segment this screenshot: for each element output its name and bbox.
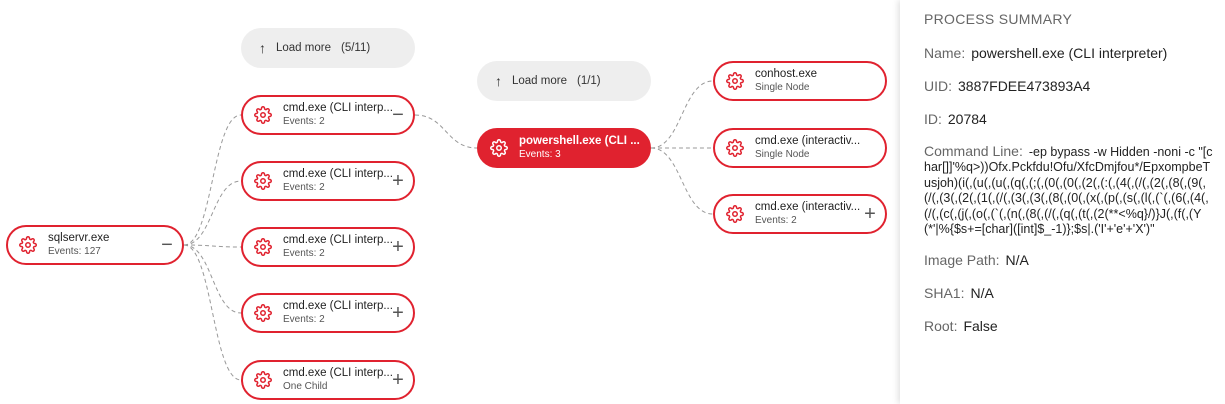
collapse-toggle[interactable]: −	[161, 234, 173, 256]
tree-edge	[650, 80, 714, 149]
expand-toggle[interactable]: +	[392, 302, 404, 324]
load-more-label: Load more	[276, 42, 331, 54]
gear-icon	[725, 204, 745, 224]
tree-edge	[183, 244, 242, 314]
node-subtitle: Single Node	[755, 81, 810, 93]
process-node-child[interactable]: cmd.exe (CLI interp... Events: 2 +	[241, 293, 415, 333]
tree-edges	[183, 80, 714, 381]
process-node-child[interactable]: cmd.exe (CLI interp... Events: 2 −	[241, 95, 415, 135]
node-subtitle: Events: 2	[283, 181, 325, 193]
load-more-button-grandchildren[interactable]: ↑ Load more (1/1)	[477, 61, 651, 101]
summary-image-path: Image Path: N/A	[924, 252, 1213, 269]
node-title: cmd.exe (CLI interp...	[283, 367, 393, 380]
gear-icon	[725, 138, 745, 158]
field-value: N/A	[970, 285, 994, 302]
gear-icon	[253, 303, 273, 323]
field-value: 3887FDEE473893A4	[958, 78, 1091, 94]
gear-icon	[18, 235, 38, 255]
field-label: Name:	[924, 45, 966, 61]
summary-uid: UID: 3887FDEE473893A4	[924, 78, 1213, 95]
tree-edge	[183, 244, 242, 381]
node-title: powershell.exe (CLI ...	[519, 135, 640, 148]
expand-toggle[interactable]: +	[392, 369, 404, 391]
tree-edge	[183, 180, 242, 246]
expand-toggle[interactable]: +	[392, 236, 404, 258]
node-subtitle: Events: 3	[519, 148, 561, 160]
node-title: conhost.exe	[755, 68, 818, 81]
field-value: False	[963, 318, 998, 335]
tree-edge	[414, 114, 478, 149]
node-subtitle: Events: 127	[48, 245, 101, 257]
process-tree-canvas[interactable]: ↑ Load more (5/11) ↑ Load more (1/1) sql…	[0, 0, 900, 404]
node-title: cmd.exe (CLI interp...	[283, 168, 393, 181]
node-subtitle: Events: 2	[283, 115, 325, 127]
load-more-count: (1/1)	[576, 75, 601, 87]
field-value: 20784	[947, 111, 987, 127]
field-label: ID:	[924, 111, 942, 127]
summary-command-line: Command Line:-ep bypass -w Hidden -noni …	[924, 144, 1213, 236]
field-label: Root:	[924, 318, 958, 335]
node-title: cmd.exe (CLI interp...	[283, 102, 393, 115]
process-summary-panel: PROCESS SUMMARY Name: powershell.exe (CLI…	[900, 0, 1225, 404]
summary-root: Root: False	[924, 318, 1213, 335]
field-label: UID:	[924, 78, 952, 94]
node-subtitle: Events: 2	[283, 247, 325, 259]
node-subtitle: Single Node	[755, 148, 810, 160]
node-title: sqlservr.exe	[48, 232, 110, 245]
gear-icon	[253, 105, 273, 125]
process-node-child[interactable]: cmd.exe (CLI interp... Events: 2 +	[241, 161, 415, 201]
field-label: Command Line:	[924, 143, 1023, 159]
expand-toggle[interactable]: +	[392, 170, 404, 192]
summary-id: ID: 20784	[924, 111, 1213, 128]
process-node-child[interactable]: cmd.exe (CLI interp... One Child +	[241, 360, 415, 400]
process-node-child[interactable]: cmd.exe (CLI interp... Events: 2 +	[241, 227, 415, 267]
arrow-up-icon: ↑	[259, 40, 266, 56]
tree-edge	[650, 147, 714, 215]
tree-edge	[183, 114, 242, 246]
node-title: cmd.exe (interactiv...	[755, 135, 861, 148]
node-subtitle: One Child	[283, 380, 328, 392]
gear-icon	[253, 370, 273, 390]
node-title: cmd.exe (CLI interp...	[283, 300, 393, 313]
summary-sha1: SHA1: N/A	[924, 285, 1213, 302]
load-more-button-children[interactable]: ↑ Load more (5/11)	[241, 28, 415, 68]
gear-icon	[253, 237, 273, 257]
process-node-selected[interactable]: powershell.exe (CLI ... Events: 3	[477, 128, 651, 168]
load-more-label: Load more	[512, 75, 567, 87]
gear-icon	[489, 138, 509, 158]
gear-icon	[253, 171, 273, 191]
field-value: powershell.exe (CLI interpreter)	[971, 45, 1168, 61]
process-node-grandchild[interactable]: cmd.exe (interactiv... Single Node	[713, 128, 887, 168]
node-title: cmd.exe (CLI interp...	[283, 234, 393, 247]
tree-edge	[183, 244, 242, 248]
process-node-grandchild[interactable]: conhost.exe Single Node	[713, 61, 887, 101]
field-label: Image Path:	[924, 252, 1000, 269]
summary-name: Name: powershell.exe (CLI interpreter)	[924, 45, 1213, 62]
expand-toggle[interactable]: +	[864, 203, 876, 225]
node-subtitle: Events: 2	[755, 214, 797, 226]
load-more-count: (5/11)	[340, 42, 371, 54]
field-label: SHA1:	[924, 285, 965, 302]
field-value: N/A	[1005, 252, 1029, 269]
gear-icon	[725, 71, 745, 91]
panel-heading: PROCESS SUMMARY	[924, 11, 1073, 27]
field-value: -ep bypass -w Hidden -noni -c "[char[]]'…	[924, 145, 1213, 237]
arrow-up-icon: ↑	[495, 73, 502, 89]
collapse-toggle[interactable]: −	[392, 104, 404, 126]
process-node-root[interactable]: sqlservr.exe Events: 127 −	[6, 225, 184, 265]
node-subtitle: Events: 2	[283, 313, 325, 325]
node-title: cmd.exe (interactiv...	[755, 201, 861, 214]
process-node-grandchild[interactable]: cmd.exe (interactiv... Events: 2 +	[713, 194, 887, 234]
